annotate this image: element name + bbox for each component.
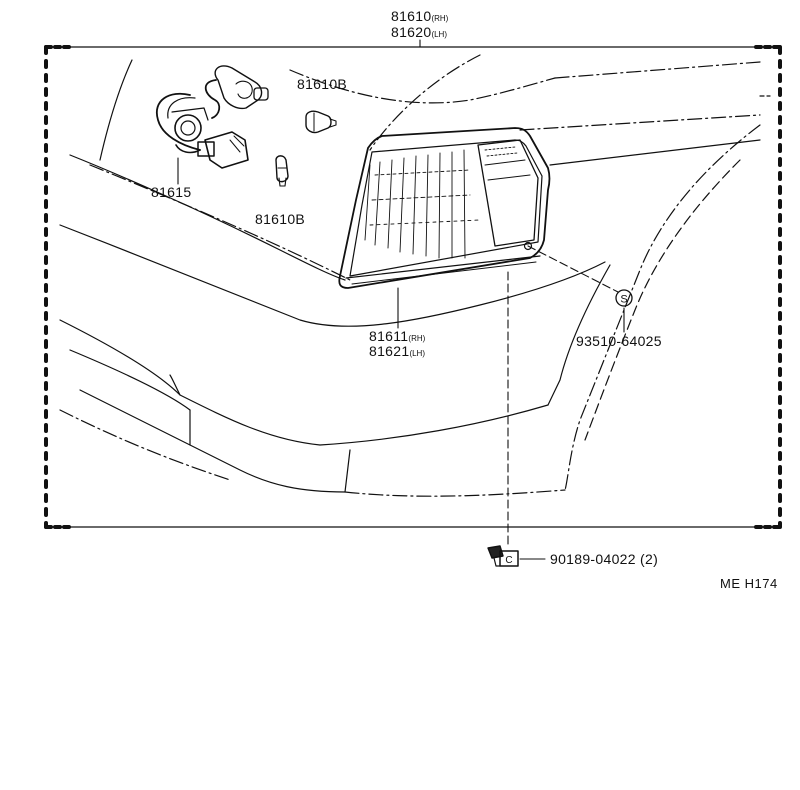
bulb-side (275, 155, 289, 187)
corner-lamp-assembly (338, 127, 551, 289)
screw-symbol-letter: S (620, 294, 627, 306)
lamp-rh-suffix: (RH) (431, 14, 449, 23)
label-socket-wire: 81615 (151, 184, 192, 200)
car-body-outline (59, 54, 771, 497)
bulb-top (305, 110, 337, 134)
socket-wire-assembly (155, 65, 269, 169)
label-screw: 93510-64025 (576, 333, 662, 349)
label-bulb-top: 81610B (297, 76, 348, 92)
frame-border (44, 45, 782, 529)
lens-lh-suffix: (LH) (409, 349, 425, 358)
drawing-reference: ME H174 (720, 576, 778, 591)
label-lamp-assy-lh: 81620(LH) (391, 25, 447, 42)
label-clip: 90189-04022 (2) (550, 552, 658, 567)
lens-rh-number: 81611 (369, 328, 409, 344)
label-bulb-side: 81610B (255, 211, 306, 227)
lamp-rh-number: 81610 (391, 8, 432, 24)
clip-qty: (2) (640, 551, 659, 567)
lamp-lh-number: 81620 (391, 24, 432, 40)
lamp-lh-suffix: (LH) (431, 30, 447, 39)
label-lens-rh: 81611(RH) (369, 329, 425, 346)
lens-rh-suffix: (RH) (408, 334, 426, 343)
label-lamp-assy-rh: 81610(RH) (391, 9, 448, 26)
clip-part: C (487, 545, 519, 567)
leader-lines (177, 39, 625, 560)
clip-symbol-letter: C (505, 555, 512, 566)
screw-symbol: S (615, 289, 633, 307)
clip-number: 90189-04022 (550, 551, 636, 567)
lens-lh-number: 81621 (369, 343, 410, 359)
label-lens-lh: 81621(LH) (369, 344, 425, 361)
